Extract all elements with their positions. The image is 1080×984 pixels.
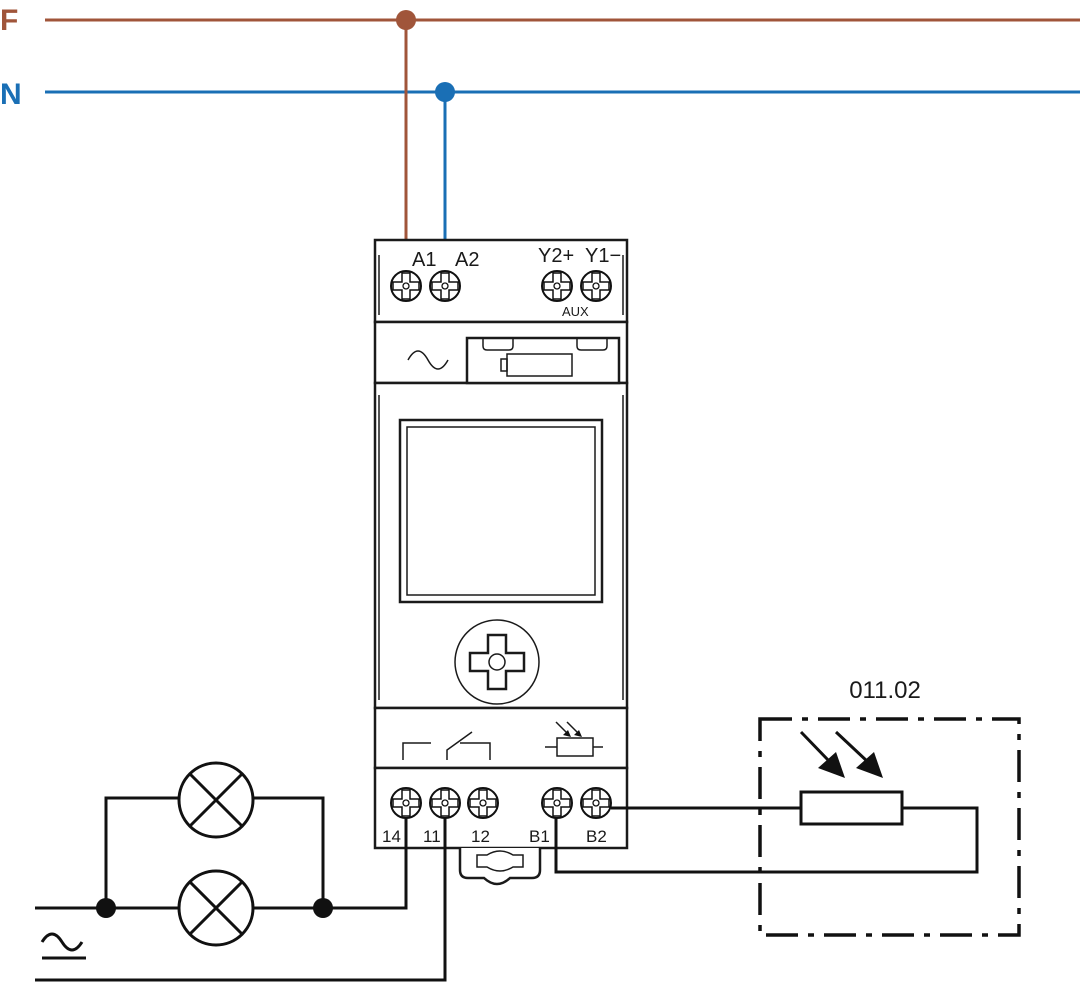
junction-left bbox=[96, 898, 116, 918]
contact-changeover-icon bbox=[446, 731, 491, 760]
terminal-label-a2: A2 bbox=[455, 249, 479, 271]
phase-junction bbox=[396, 10, 416, 30]
junction-right bbox=[313, 898, 333, 918]
screw-terminals bbox=[390, 270, 612, 819]
wire-terminal-14 bbox=[35, 803, 408, 910]
din-clip bbox=[458, 848, 542, 886]
photoresistor-icon bbox=[545, 721, 603, 757]
terminal-label-a1: A1 bbox=[412, 249, 436, 271]
terminal-label-y2: Y2+ bbox=[538, 245, 574, 267]
wire-terminal-11 bbox=[35, 803, 447, 982]
screw-terminal-icon[interactable] bbox=[390, 787, 422, 819]
ac-symbol-icon bbox=[407, 350, 449, 370]
sensor-label: 011.02 bbox=[849, 677, 921, 704]
screw-terminal-icon[interactable] bbox=[580, 787, 612, 819]
neutral-label: N bbox=[0, 78, 22, 111]
screw-terminal-icon[interactable] bbox=[580, 270, 612, 302]
light-arrows-icon bbox=[799, 730, 883, 778]
terminal-label-b1: B1 bbox=[529, 827, 550, 846]
screw-terminal-icon[interactable] bbox=[429, 787, 461, 819]
aux-label: AUX bbox=[562, 304, 589, 319]
lamp-icon bbox=[177, 761, 255, 839]
phase-label: F bbox=[0, 4, 18, 37]
terminal-label-14: 14 bbox=[382, 827, 401, 846]
screw-terminal-icon[interactable] bbox=[467, 787, 499, 819]
screw-terminal-icon[interactable] bbox=[390, 270, 422, 302]
screw-terminal-icon[interactable] bbox=[429, 270, 461, 302]
lamp-parallel-wire bbox=[104, 796, 325, 908]
battery-icon bbox=[500, 353, 573, 377]
terminal-label-11: 11 bbox=[423, 827, 441, 846]
screw-terminal-icon[interactable] bbox=[541, 270, 573, 302]
sensor-enclosure bbox=[758, 717, 1021, 937]
setting-knob[interactable] bbox=[454, 619, 540, 705]
terminal-label-y1: Y1− bbox=[585, 245, 621, 267]
sensor-wire bbox=[554, 803, 979, 874]
contact-no-icon bbox=[402, 742, 431, 760]
screw-terminal-icon[interactable] bbox=[541, 787, 573, 819]
lamp-icon bbox=[177, 869, 255, 947]
photoresistor bbox=[799, 790, 904, 826]
ac-symbol-icon bbox=[40, 932, 86, 960]
timer-device bbox=[373, 238, 629, 886]
neutral-junction bbox=[435, 82, 455, 102]
display bbox=[398, 418, 604, 604]
terminal-label-b2: B2 bbox=[586, 827, 607, 846]
terminal-label-12: 12 bbox=[471, 827, 490, 846]
